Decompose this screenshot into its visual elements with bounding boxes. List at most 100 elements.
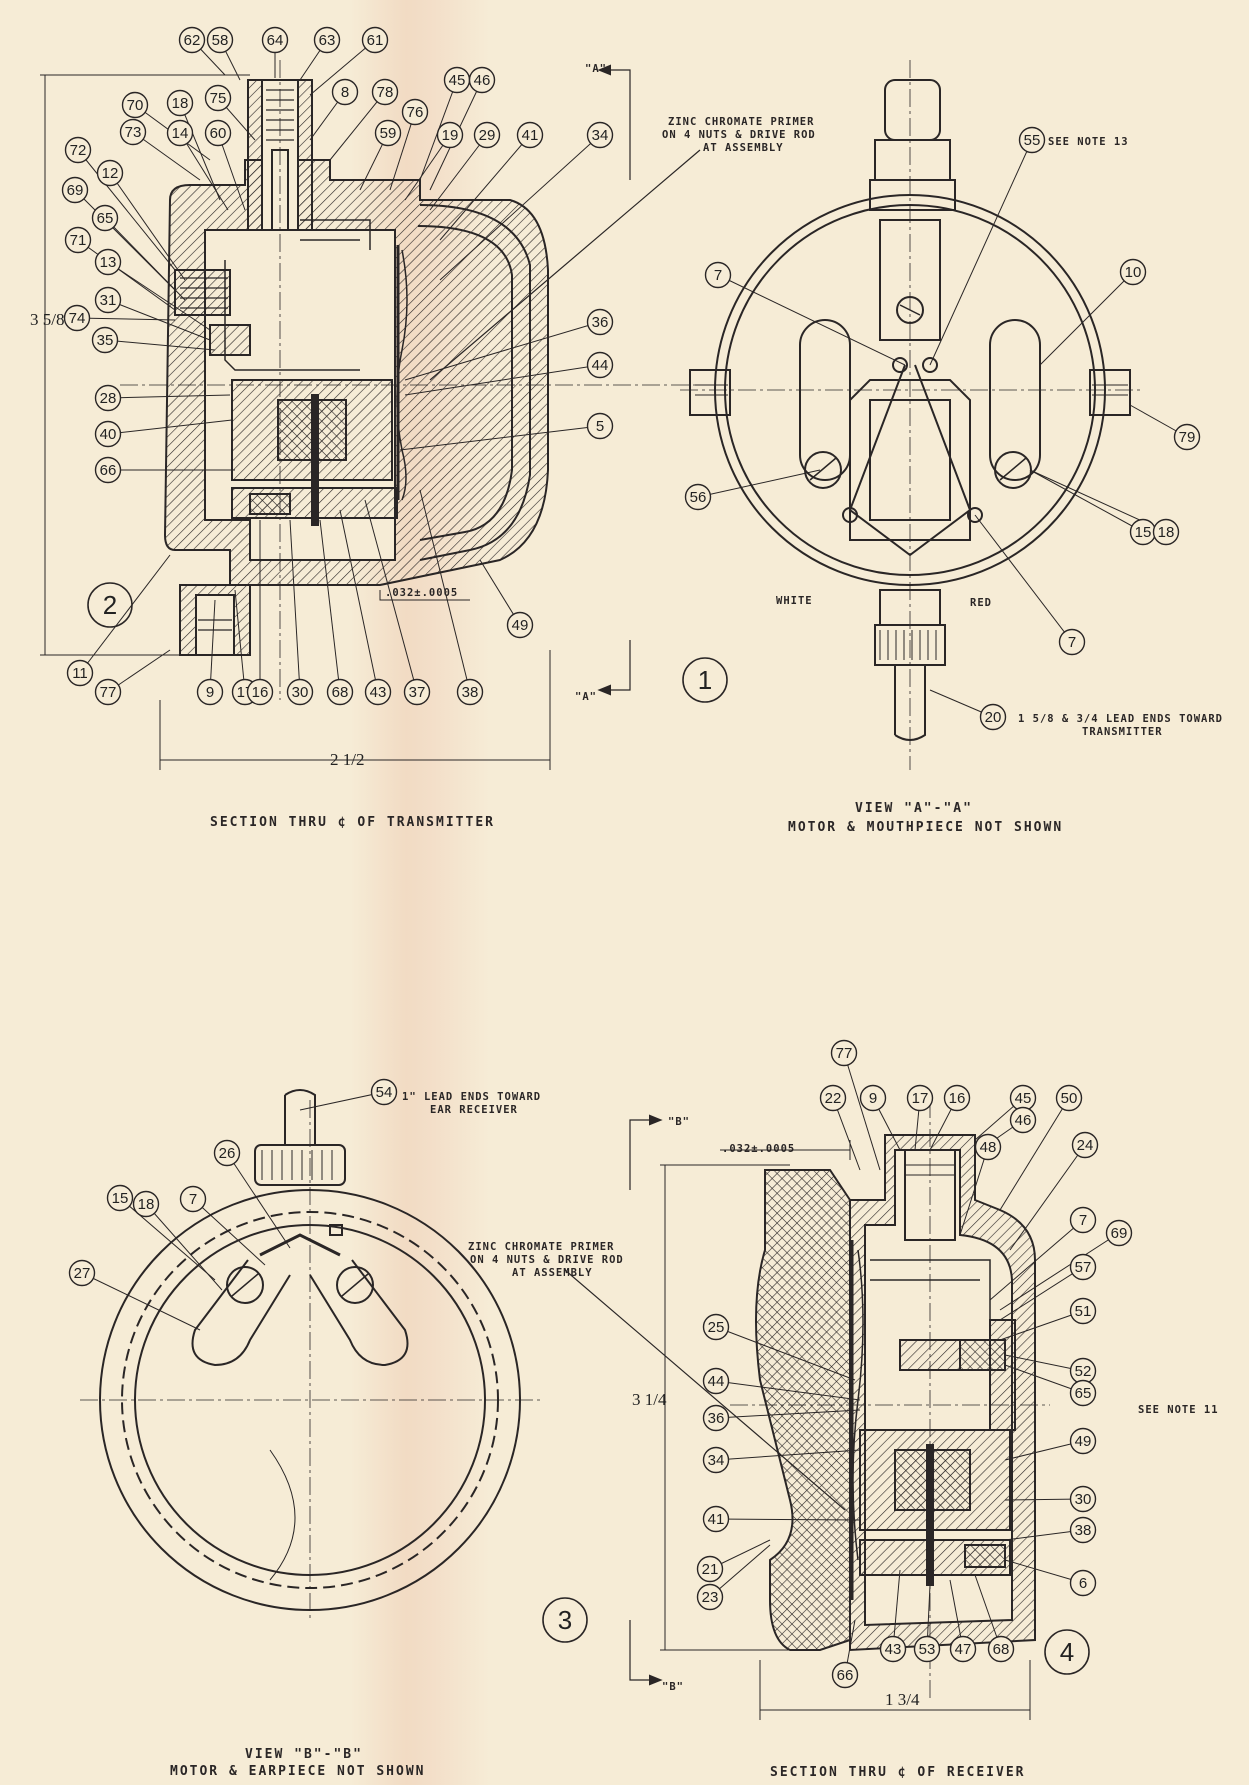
- callout-number: 22: [825, 1090, 842, 1107]
- callout-bubble: [313, 26, 341, 54]
- view-numbers: 2 1 3 4: [87, 582, 1090, 1675]
- callout-leader: [389, 111, 416, 191]
- callout-bubble: [702, 1367, 730, 1395]
- callout-number: 68: [993, 1641, 1010, 1658]
- callout-number: 51: [1075, 1303, 1092, 1320]
- view-3-title: VIEW "B"-"B": [245, 1747, 363, 1762]
- callout-leader: [715, 1409, 861, 1419]
- callout-number: 16: [949, 1090, 966, 1107]
- callout-bubble: [913, 1635, 941, 1663]
- callout-number: 59: [380, 125, 397, 142]
- view-1-primer-note-1: ZINC CHROMATE PRIMER: [668, 116, 814, 128]
- callout-bubble: [94, 384, 122, 412]
- callout-leader: [399, 425, 601, 451]
- callout-number: 69: [67, 182, 84, 199]
- view-2-gap-dimension: .032±.0005: [385, 587, 458, 599]
- callout-bubble: [94, 286, 122, 314]
- callout-leader: [1004, 1354, 1084, 1372]
- callout-number: 45: [449, 72, 466, 89]
- view-4-primer-note-3: AT ASSEMBLY: [512, 1267, 593, 1279]
- callout-number: 38: [1075, 1522, 1092, 1539]
- callout-bubble: [906, 1084, 934, 1112]
- callout-bubble: [1173, 423, 1201, 451]
- callout-number: 30: [1075, 1491, 1092, 1508]
- callout-bubble: [204, 119, 232, 147]
- callout-number: 21: [702, 1561, 719, 1578]
- callout-bubble: [94, 420, 122, 448]
- callout-leader: [439, 134, 531, 241]
- callout-number: 77: [100, 684, 117, 701]
- view-4-note-11: SEE NOTE 11: [1138, 1404, 1219, 1416]
- callout-bubble: [370, 1078, 398, 1106]
- callout-number: 48: [980, 1139, 997, 1156]
- callout-number: 30: [292, 684, 309, 701]
- view-1-view-a-a: [680, 60, 1140, 770]
- view-number-3: 3: [558, 1605, 572, 1635]
- view-3-lead-note: 1" LEAD ENDS TOWARD: [402, 1091, 541, 1103]
- callout-number: 9: [206, 684, 214, 701]
- view-number-4: 4: [1060, 1637, 1074, 1667]
- callout-leader: [309, 39, 376, 96]
- callout-bubble: [468, 66, 496, 94]
- callout-number: 15: [1135, 524, 1152, 541]
- view-4-section-mark-top: "B": [668, 1116, 690, 1128]
- callout-bubble: [166, 89, 194, 117]
- view-4-width-dimension: 1 3/4: [885, 1690, 920, 1709]
- callout-bubble: [1018, 126, 1046, 154]
- callout-number: 27: [74, 1265, 91, 1282]
- callout-leader: [145, 1203, 223, 1291]
- callout-number: 24: [1077, 1137, 1094, 1154]
- view-1-subtitle: MOTOR & MOUTHPIECE NOT SHOWN: [788, 820, 1063, 835]
- callout-leader: [404, 321, 601, 381]
- callout-number: 36: [592, 314, 609, 331]
- callout-number: 73: [125, 124, 142, 141]
- callout-bubble: [68, 1259, 96, 1287]
- callout-leader: [77, 239, 176, 311]
- callout-number: 58: [212, 32, 229, 49]
- callout-bubble: [371, 78, 399, 106]
- callout-number: 41: [522, 127, 539, 144]
- callout-bubble: [96, 159, 124, 187]
- callout-bubble: [94, 456, 122, 484]
- callout-bubble: [1009, 1106, 1037, 1134]
- callout-bubble: [364, 678, 392, 706]
- callout-bubble: [436, 121, 464, 149]
- view-1-lead-note-2: TRANSMITTER: [1082, 726, 1163, 738]
- callout-number: 38: [462, 684, 479, 701]
- callout-number: 7: [1079, 1212, 1087, 1229]
- callout-number: 23: [702, 1589, 719, 1606]
- callout-bubble: [949, 1635, 977, 1663]
- callout-number: 46: [474, 72, 491, 89]
- callout-number: 16: [252, 684, 269, 701]
- callout-leader: [843, 1052, 881, 1171]
- callout-number: 18: [1158, 524, 1175, 541]
- callout-number: 7: [714, 267, 722, 284]
- callout-number: 36: [708, 1410, 725, 1427]
- callout-number: 70: [127, 97, 144, 114]
- callout-bubble: [246, 678, 274, 706]
- callout-leader: [959, 1146, 989, 1236]
- callout-number: 77: [836, 1045, 853, 1062]
- callout-leader: [999, 1232, 1120, 1311]
- callout-bubble: [702, 1446, 730, 1474]
- callout-leader: [999, 1310, 1084, 1341]
- callout-number: 41: [708, 1511, 725, 1528]
- callout-number: 14: [172, 125, 189, 142]
- callout-bubble: [61, 176, 89, 204]
- callout-number: 65: [1075, 1385, 1092, 1402]
- callout-number: 37: [409, 684, 426, 701]
- view-3-subtitle: MOTOR & EARPIECE NOT SHOWN: [170, 1764, 426, 1779]
- callout-leader: [974, 514, 1073, 643]
- callout-bubble: [979, 703, 1007, 731]
- callout-number: 18: [172, 95, 189, 112]
- callout-number: 12: [102, 165, 119, 182]
- view-number-2: 2: [103, 590, 117, 620]
- view-1-primer-note-3: AT ASSEMBLY: [703, 142, 784, 154]
- callout-leader: [989, 1219, 1084, 1301]
- callout-leader: [217, 132, 246, 211]
- view-4-primer-note-1: ZINC CHROMATE PRIMER: [468, 1241, 614, 1253]
- callout-number: 66: [837, 1667, 854, 1684]
- callout-bubble: [91, 204, 119, 232]
- callout-bubble: [830, 1039, 858, 1067]
